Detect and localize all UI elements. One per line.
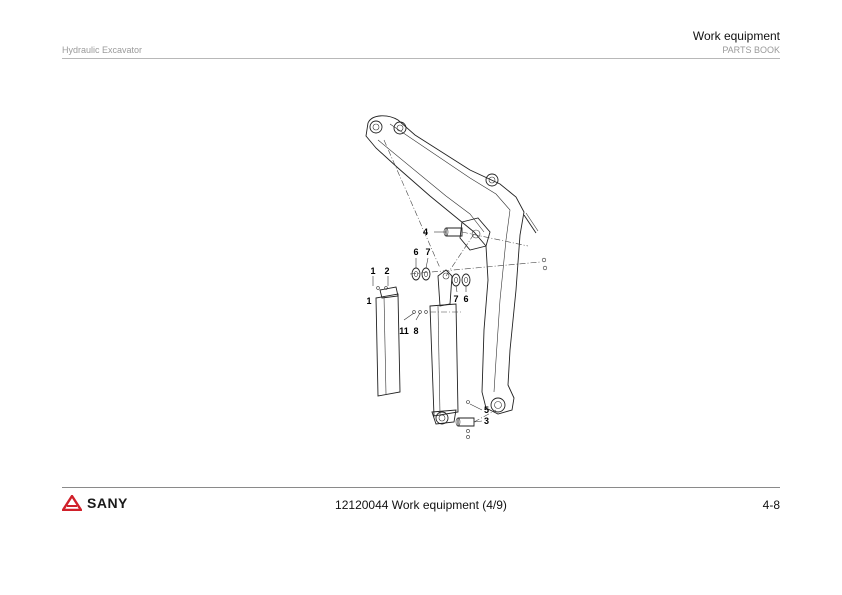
callout-1a: 1: [370, 266, 375, 276]
assembly-lines: [383, 139, 541, 423]
callout-11: 11: [399, 326, 409, 336]
callout-7b: 7: [453, 294, 458, 304]
machine-type: Hydraulic Excavator: [62, 45, 143, 55]
callout-2: 2: [384, 266, 389, 276]
callout-3: 3: [484, 416, 489, 426]
footer-divider: [62, 487, 780, 488]
sany-logo: SANY: [62, 495, 128, 511]
callout-1b: 1: [366, 296, 371, 306]
header-divider: [62, 58, 780, 59]
callout-8: 8: [413, 326, 418, 336]
boom-arm: [365, 115, 548, 415]
callout-6a: 6: [413, 247, 418, 257]
page-number: 4-8: [762, 498, 780, 512]
leader-lines: [372, 231, 483, 423]
callout-6b: 6: [463, 294, 468, 304]
section-title: Work equipment: [692, 29, 780, 43]
callout-4: 4: [423, 227, 428, 237]
sany-logo-icon: [62, 495, 82, 511]
small-parts: [376, 227, 475, 439]
callout-5: 5: [484, 405, 489, 415]
callout-labels: 4 6 7 1 2 1 7 6 11 8 5 3: [366, 227, 489, 426]
footer-title: 12120044 Work equipment (4/9): [335, 498, 507, 512]
callout-7a: 7: [425, 247, 430, 257]
cylinder-body: [375, 286, 401, 397]
brand-name: SANY: [87, 495, 128, 511]
book-type: PARTS BOOK: [722, 45, 780, 55]
